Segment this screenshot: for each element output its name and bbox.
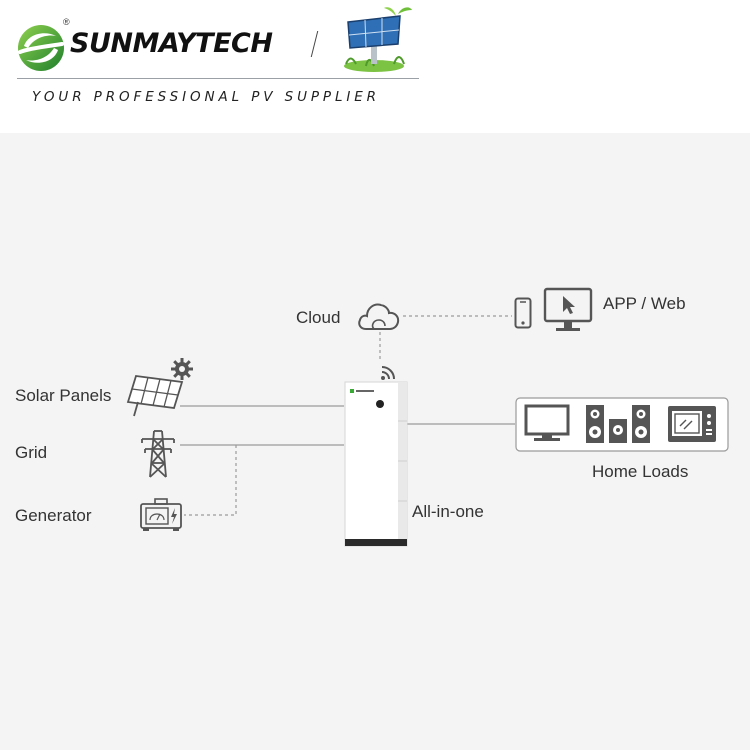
- smartphone-icon: [514, 297, 532, 329]
- transmission-tower-icon: [141, 430, 175, 478]
- solar-panel-plant-icon: [344, 7, 412, 72]
- monitor-icon: [543, 287, 593, 331]
- label-solar-panels: Solar Panels: [15, 386, 112, 405]
- speakers-icon: [586, 405, 650, 443]
- cloud-icon: [358, 303, 400, 330]
- label-all-in-one: All-in-one: [412, 502, 484, 521]
- wifi-icon: [381, 366, 395, 380]
- label-grid: Grid: [15, 443, 48, 462]
- all-in-one-unit: [344, 381, 408, 547]
- tv-icon: [524, 404, 570, 441]
- generator-line: [184, 445, 237, 516]
- microwave-icon: [668, 406, 716, 442]
- registered-mark: ®: [63, 17, 70, 27]
- brand-name: SUNMAYTECH: [70, 28, 273, 59]
- solar-panel-icon: [126, 375, 184, 417]
- header: ® SUNMAYTECH YOUR PROFESSIONAL PV SUPPLI…: [0, 0, 750, 133]
- sunmaytech-logo-icon: [18, 25, 64, 71]
- tagline: YOUR PROFESSIONAL PV SUPPLIER: [32, 89, 380, 105]
- label-home-loads: Home Loads: [592, 462, 689, 481]
- generator-icon: [140, 498, 182, 531]
- label-app-web: APP / Web: [603, 294, 686, 313]
- header-divider: [17, 78, 419, 79]
- gear-icon: [171, 358, 193, 380]
- label-generator: Generator: [15, 506, 92, 525]
- label-cloud: Cloud: [296, 308, 341, 327]
